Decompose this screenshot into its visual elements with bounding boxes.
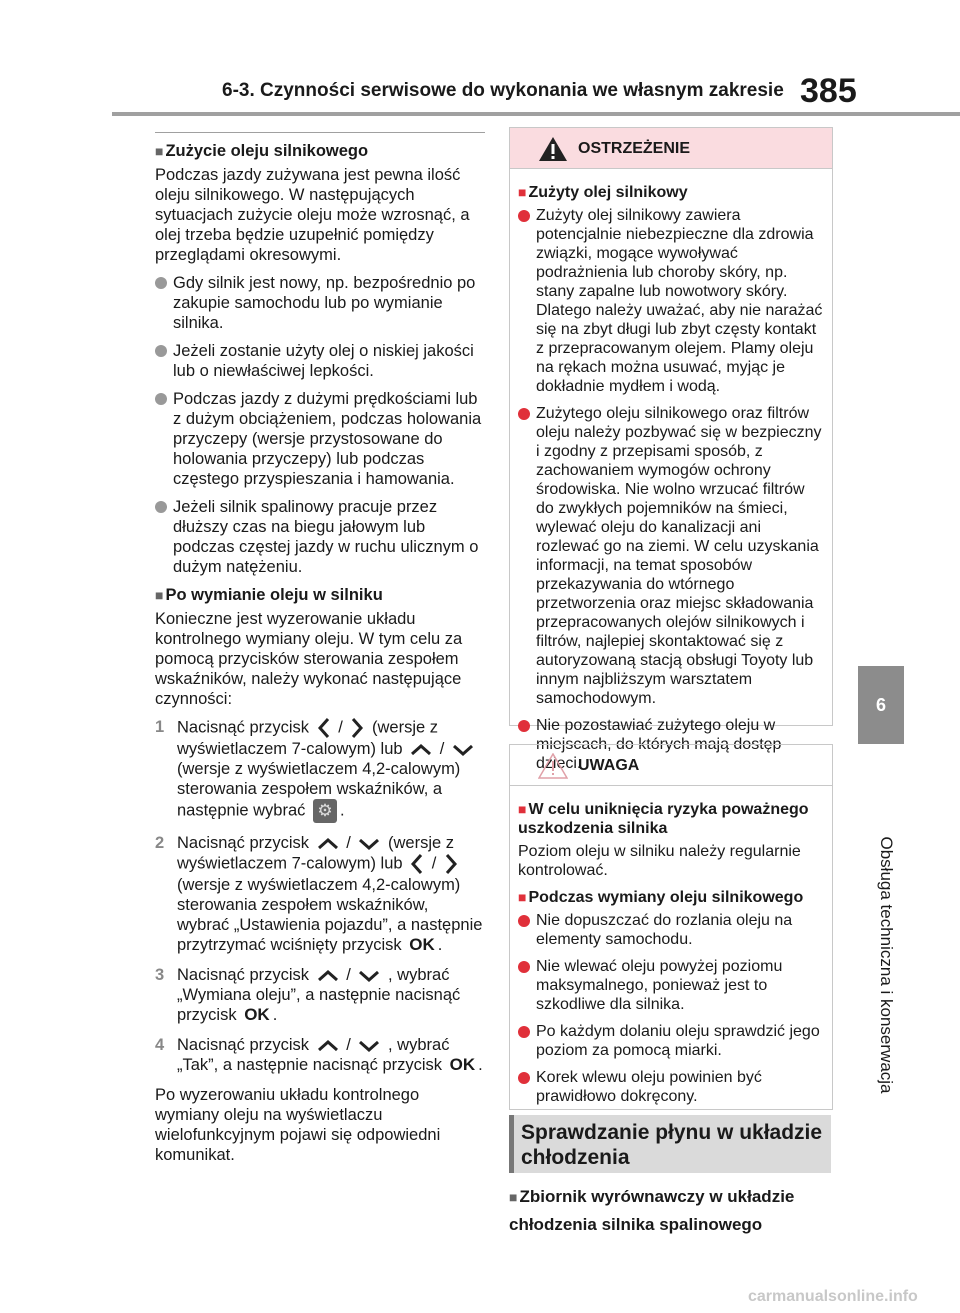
step-number: 3 [155, 966, 165, 984]
list-item: Po każdym dolaniu oleju sprawdzić jego p… [518, 1022, 824, 1060]
list-item: Gdy silnik jest nowy, np. bezpośrednio p… [155, 273, 485, 333]
left-column: Zużycie oleju silnikowego Podczas jazdy … [155, 132, 485, 1173]
list-item: Korek wlewu oleju powinien być prawidłow… [518, 1068, 824, 1106]
chapter-tab: 6 [858, 666, 904, 744]
chevron-up-icon [317, 1039, 338, 1051]
chevron-down-icon [359, 1040, 380, 1052]
list-item: Nie wlewać oleju powyżej poziomu maksyma… [518, 957, 824, 1014]
paragraph: Po wyzerowaniu układu kontrolnego wymian… [155, 1086, 441, 1164]
warning-heading: Zużyty olej silnikowy [518, 183, 824, 202]
section-title: Sprawdzanie płynu w układzie chłodzenia [521, 1121, 823, 1169]
warning-title: OSTRZEŻENIE [578, 140, 691, 157]
list-item: Nie dopuszczać do rozlania oleju na elem… [518, 911, 824, 949]
ok-button-icon: OK [409, 935, 435, 954]
chevron-down-icon [359, 838, 380, 850]
ok-button-icon: OK [244, 1005, 270, 1024]
subsection-heading: Zbiornik wyrównawczy w układzie chłodzen… [509, 1183, 839, 1239]
list-item: Jeżeli silnik spalinowy pracuje przez dł… [155, 497, 485, 577]
paragraph: Poziom oleju w silniku należy regularnie… [518, 843, 801, 879]
chevron-left-icon [411, 854, 423, 874]
section-accent-bar [509, 1115, 514, 1173]
paragraph: Konieczne jest wyzerowanie układu kontro… [155, 610, 463, 708]
heading-after-oil-change: Po wymianie oleju w silniku [155, 585, 485, 605]
chevron-down-icon [359, 970, 380, 982]
section-title-box: Sprawdzanie płynu w układzie chłodzenia [509, 1115, 831, 1173]
notice-box: UWAGA W celu uniknięcia ryzyka poważnego… [509, 744, 833, 1110]
step-4: 4 Nacisnąć przycisk / , wybrać „Tak”, a … [155, 1036, 483, 1074]
chevron-right-icon [352, 718, 364, 738]
step-number: 1 [155, 718, 165, 736]
notice-title: UWAGA [578, 757, 640, 774]
warning-box: OSTRZEŻENIE Zużyty olej silnikowy Zużyty… [509, 127, 833, 772]
chevron-right-icon [445, 854, 457, 874]
ok-button-icon: OK [449, 1055, 476, 1074]
heading-oil-consumption: Zużycie oleju silnikowego [155, 141, 485, 161]
gear-icon: ⚙ [313, 799, 338, 823]
watermark: carmanualsonline.info [748, 1288, 918, 1305]
step-2: 2 Nacisnąć przycisk / (wersje z wyświetl… [155, 834, 483, 954]
notice-heading: W celu uniknięcia ryzyka poważnego uszko… [518, 800, 824, 838]
chevron-up-icon [317, 969, 338, 981]
warning-triangle-icon [539, 137, 567, 161]
step-number: 4 [155, 1036, 165, 1054]
chevron-down-icon [452, 744, 473, 756]
page-number: 385 [800, 72, 857, 110]
list-item: Jeżeli zostanie użyty olej o niskiej jak… [155, 341, 485, 381]
header-rule [112, 112, 960, 116]
list-item: Podczas jazdy z dużymi prędkościami lub … [155, 389, 485, 489]
chevron-up-icon [411, 743, 432, 755]
warning-header: OSTRZEŻENIE [510, 128, 832, 169]
step-3: 3 Nacisnąć przycisk / , wybrać „Wymiana … [155, 966, 461, 1024]
list-item: Zużyty olej silnikowy zawiera potencjaln… [518, 206, 824, 396]
section-rule [155, 132, 485, 133]
step-number: 2 [155, 834, 165, 852]
step-1: 1 Nacisnąć przycisk / (wersje z wyświetl… [155, 717, 485, 823]
notice-heading: Podczas wymiany oleju silnikowego [518, 888, 824, 907]
chevron-left-icon [317, 718, 329, 738]
paragraph: Podczas jazdy zużywana jest pewna ilość … [155, 166, 470, 264]
notice-header: UWAGA [510, 745, 832, 786]
list-item: Zużytego oleju silnikowego oraz filtrów … [518, 404, 824, 708]
chapter-label: Obsługa techniczna i konserwacja [877, 836, 896, 1094]
chevron-up-icon [317, 837, 338, 849]
header-title: 6-3. Czynności serwisowe do wykonania we… [222, 80, 784, 101]
caution-triangle-icon [538, 753, 568, 779]
